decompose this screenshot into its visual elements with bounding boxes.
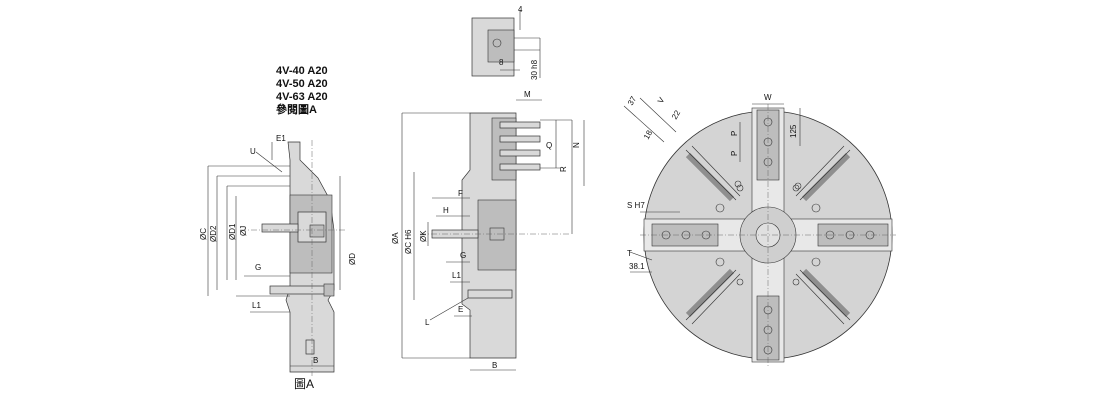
- dim-r: R: [559, 166, 568, 172]
- jaw-detail-view: [471, 10, 541, 78]
- dim-f: F: [458, 189, 463, 198]
- dim-p-1: P: [730, 131, 739, 136]
- dim-22: 22: [670, 108, 683, 121]
- dim-od1-left: ØD1: [228, 223, 237, 240]
- model-label-1: 4V-40 A20: [276, 65, 328, 77]
- dim-s-h7: S H7: [627, 201, 645, 210]
- dim-l: L: [425, 318, 430, 327]
- dim-18: 18: [642, 128, 655, 141]
- front-view-chuck: [623, 97, 896, 366]
- model-label-4: 參閱圖A: [276, 102, 317, 116]
- dim-t: T: [627, 249, 632, 258]
- dim-u-left: U: [250, 147, 256, 156]
- dim-37: 37: [626, 94, 639, 107]
- dim-m: M: [524, 90, 531, 99]
- dim-oc-left: ØC: [199, 228, 208, 240]
- model-label-3: 4V-63 A20: [276, 91, 328, 103]
- dim-oa: ØA: [391, 232, 400, 244]
- dim-w: W: [764, 93, 772, 102]
- dim-n: N: [572, 142, 581, 148]
- dim-38-1: 38.1: [629, 262, 645, 271]
- dim-ok: ØK: [419, 230, 428, 242]
- dim-l1-mid: L1: [452, 271, 461, 280]
- left-side-view: [207, 140, 345, 376]
- dim-b-mid: B: [492, 361, 497, 370]
- dim-l1-left: L1: [252, 301, 261, 310]
- dim-oc-h6: ØC H6: [404, 229, 413, 254]
- dim-125: 125: [789, 124, 798, 138]
- dim-e: E: [458, 305, 463, 314]
- dim-b-left: B: [313, 356, 318, 365]
- dim-oj-left: ØJ: [239, 226, 248, 236]
- dim-8: 8: [499, 58, 504, 67]
- middle-side-view: [401, 99, 585, 371]
- dim-od-left: ØD: [348, 253, 357, 265]
- dim-e1-left: E1: [276, 134, 286, 143]
- dim-4: 4: [518, 5, 523, 14]
- figure-a-caption: 圖A: [294, 377, 314, 391]
- dim-od2-left: ØD2: [209, 225, 218, 242]
- dim-q: Q: [546, 141, 552, 150]
- dim-g-left: G: [255, 263, 261, 272]
- dim-v: V: [656, 95, 667, 105]
- dim-g-mid: G: [460, 251, 466, 260]
- dim-h: H: [443, 206, 449, 215]
- dim-30-h8: 30 h8: [530, 59, 539, 80]
- dim-p-2: P: [730, 151, 739, 156]
- model-label-2: 4V-50 A20: [276, 78, 328, 90]
